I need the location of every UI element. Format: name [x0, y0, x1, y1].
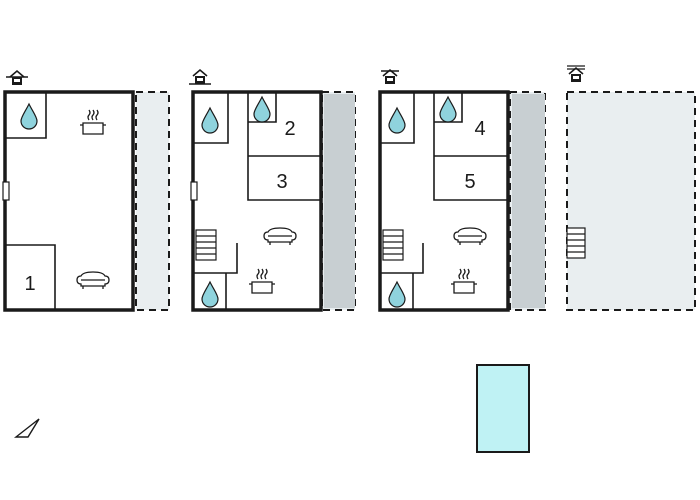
floor-3: 4 5	[378, 69, 546, 312]
terrace	[135, 91, 170, 311]
north-arrow-icon	[13, 418, 40, 438]
stove-icon	[79, 109, 107, 135]
stairs-wall	[380, 243, 424, 274]
room-number: 3	[276, 171, 287, 193]
sofa-icon	[453, 227, 487, 246]
floor-icon	[567, 65, 585, 83]
sofa-icon	[263, 227, 297, 246]
water-drop-icon	[20, 103, 38, 130]
water-drop-icon	[388, 107, 406, 134]
pool-icon	[476, 364, 530, 453]
outer-wall	[378, 90, 510, 312]
water-drop-icon	[253, 96, 271, 123]
bathroom-wall	[434, 92, 463, 123]
water-drop-icon	[388, 281, 406, 308]
bathroom-wall	[193, 92, 229, 144]
water-drop-icon	[439, 96, 457, 123]
stairs-icon	[195, 229, 217, 261]
sofa-icon	[76, 271, 110, 290]
stove-icon	[248, 268, 276, 294]
room-number: 5	[464, 171, 475, 193]
bathroom-wall	[5, 92, 47, 139]
door-icon	[190, 181, 198, 201]
water-drop-icon	[201, 107, 219, 134]
floor-2: 2 3	[189, 69, 356, 312]
bedroom-wall	[433, 92, 508, 201]
stairs-icon	[566, 227, 586, 259]
balcony	[512, 94, 545, 308]
room-number: 1	[24, 273, 35, 295]
balcony	[324, 94, 355, 308]
outer-wall	[191, 90, 323, 312]
floor-icon	[189, 69, 211, 85]
water-drop-icon	[201, 281, 219, 308]
floor-icon	[6, 70, 28, 86]
floor-4	[566, 65, 696, 311]
room-number: 2	[284, 118, 295, 140]
bedroom-wall	[247, 92, 321, 201]
bedroom-wall	[5, 244, 56, 310]
roof-terrace	[566, 91, 696, 311]
stairs-icon	[382, 229, 404, 261]
floor-1: 1	[2, 70, 170, 312]
stove-icon	[450, 268, 478, 294]
stairs-wall	[193, 243, 238, 274]
bathroom-wall	[380, 92, 415, 144]
outer-wall	[3, 90, 135, 312]
floor-icon	[381, 69, 399, 85]
bathroom-wall	[248, 92, 277, 123]
door-icon	[2, 181, 10, 201]
room-number: 4	[474, 118, 485, 140]
